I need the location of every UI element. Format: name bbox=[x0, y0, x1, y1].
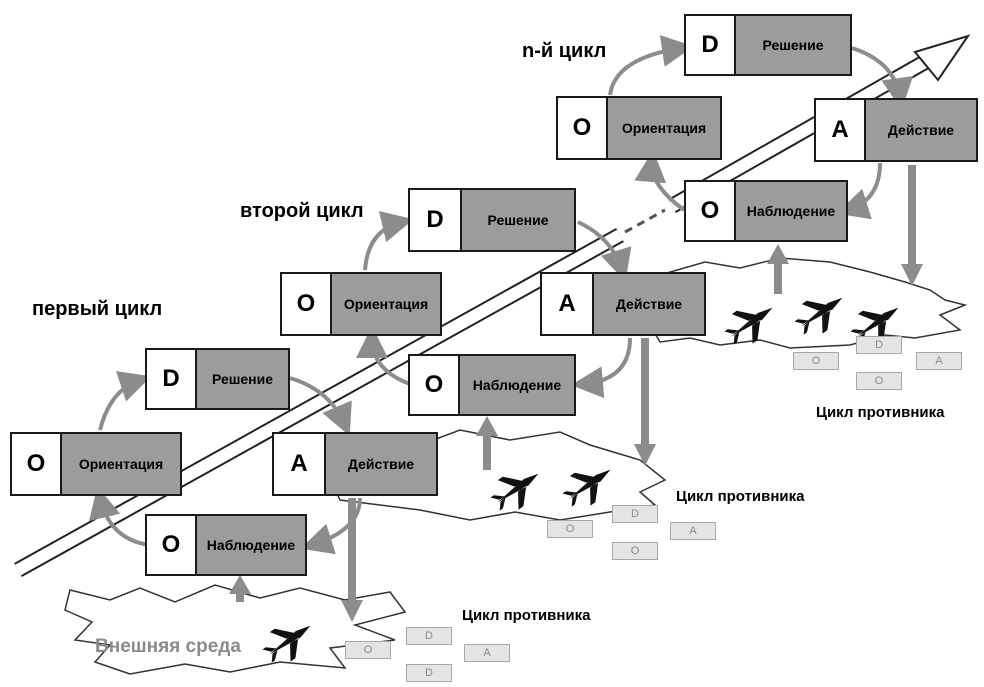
cycle-n-orient-box: O Ориентация bbox=[556, 96, 722, 160]
box-name: Действие bbox=[866, 100, 976, 160]
cycle-title-1: первый цикл bbox=[32, 298, 163, 320]
box-name: Ориентация bbox=[608, 98, 720, 158]
cycle-1-decide-box: D Решение bbox=[145, 348, 290, 410]
box-name: Наблюдение bbox=[736, 182, 846, 240]
box-letter: D bbox=[686, 16, 736, 74]
box-letter: O bbox=[558, 98, 608, 158]
enemy-cycle-label-3: Цикл противника bbox=[816, 404, 945, 421]
enemy-cycle-label-2: Цикл противника bbox=[676, 488, 805, 505]
enemy-cycle-label-1: Цикл противника bbox=[462, 607, 591, 624]
box-letter: A bbox=[816, 100, 866, 160]
cycle-2-act-box: A Действие bbox=[540, 272, 706, 336]
box-letter: D bbox=[147, 350, 197, 408]
box-letter: O bbox=[686, 182, 736, 240]
enemy-mini-box: D bbox=[406, 627, 452, 645]
environment-label: Внешняя среда bbox=[95, 636, 241, 657]
cycle-1-orient-box: O Ориентация bbox=[10, 432, 182, 496]
enemy-mini-box: O bbox=[345, 641, 391, 659]
enemy-mini-box: O bbox=[547, 520, 593, 538]
cycle-n-act-box: A Действие bbox=[814, 98, 978, 162]
cycle-2-orient-box: O Ориентация bbox=[280, 272, 442, 336]
box-name: Ориентация bbox=[62, 434, 180, 494]
fighter-jets bbox=[262, 297, 899, 663]
box-name: Наблюдение bbox=[460, 356, 574, 414]
cycle-2-observe-box: O Наблюдение bbox=[408, 354, 576, 416]
box-letter: O bbox=[12, 434, 62, 494]
box-name: Действие bbox=[594, 274, 704, 334]
cycle-2-loop bbox=[356, 211, 632, 399]
box-letter: O bbox=[410, 356, 460, 414]
cycle-1-loop bbox=[89, 371, 362, 555]
jet-icon bbox=[850, 307, 899, 345]
jet-icon bbox=[724, 307, 773, 345]
cycle-title-2: второй цикл bbox=[240, 200, 364, 222]
enemy-mini-box: D bbox=[856, 336, 902, 354]
box-name: Решение bbox=[197, 350, 288, 408]
enemy-mini-box: O bbox=[612, 542, 658, 560]
jet-icon bbox=[490, 473, 539, 511]
cycle-1-act-box: A Действие bbox=[272, 432, 438, 496]
cycle-3-loop bbox=[608, 35, 914, 220]
enemy-mini-box: A bbox=[464, 644, 510, 662]
enemy-mini-box: O bbox=[793, 352, 839, 370]
box-letter: A bbox=[274, 434, 326, 494]
cycle-n-decide-box: D Решение bbox=[684, 14, 852, 76]
jet-icon bbox=[262, 625, 311, 663]
enemy-mini-box: D bbox=[612, 505, 658, 523]
cycle-title-n: n-й цикл bbox=[522, 40, 607, 62]
box-name: Действие bbox=[326, 434, 436, 494]
cycle-1-observe-box: O Наблюдение bbox=[145, 514, 307, 576]
box-name: Ориентация bbox=[332, 274, 440, 334]
jet-icon bbox=[562, 469, 611, 507]
enemy-mini-box: A bbox=[916, 352, 962, 370]
box-name: Решение bbox=[462, 190, 574, 250]
vertical-arrows bbox=[229, 165, 923, 622]
cycle-n-observe-box: O Наблюдение bbox=[684, 180, 848, 242]
box-name: Наблюдение bbox=[197, 516, 305, 574]
box-name: Решение bbox=[736, 16, 850, 74]
box-letter: O bbox=[282, 274, 332, 334]
jet-icon bbox=[794, 297, 843, 335]
enemy-mini-box: A bbox=[670, 522, 716, 540]
box-letter: O bbox=[147, 516, 197, 574]
enemy-mini-box: O bbox=[856, 372, 902, 390]
box-letter: A bbox=[542, 274, 594, 334]
cycle-2-decide-box: D Решение bbox=[408, 188, 576, 252]
enemy-mini-box: D bbox=[406, 664, 452, 682]
box-letter: D bbox=[410, 190, 462, 250]
